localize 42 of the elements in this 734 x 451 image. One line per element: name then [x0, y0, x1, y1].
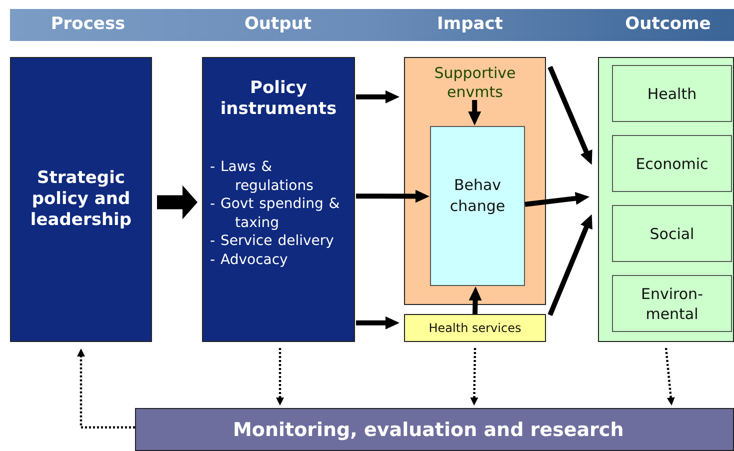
column-heading: Outcome	[624, 14, 712, 34]
list-item: - Advocacy	[209, 250, 289, 269]
arrow	[356, 90, 400, 104]
outcome-box	[612, 65, 732, 122]
list-item: - Govt spending & taxing	[209, 195, 341, 232]
node-label: Behav change	[448, 175, 506, 217]
column-heading: Process	[50, 14, 126, 34]
column-heading: Impact	[436, 14, 504, 34]
outcome-box	[612, 135, 732, 192]
block-arrow	[157, 185, 198, 220]
outcome-panel	[598, 57, 734, 342]
outcome-box	[612, 275, 732, 332]
node-label: Monitoring, evaluation and research	[233, 418, 624, 440]
output-box	[202, 57, 355, 342]
arrow	[524, 192, 590, 207]
arrow	[548, 214, 592, 316]
node-label: Health	[647, 84, 697, 104]
outcome-box	[612, 205, 732, 262]
arrow	[468, 100, 482, 126]
node-label: Health services	[428, 321, 522, 335]
list-item: - Laws & regulations	[209, 158, 314, 195]
service-box	[404, 314, 546, 342]
dotted-arrow	[276, 348, 284, 406]
node-heading: Policy instruments	[219, 78, 338, 120]
list-item: - Service delivery	[209, 232, 335, 250]
dotted-arrow	[664, 348, 675, 406]
node-label: Strategic policy and leadership	[29, 168, 133, 231]
process-box	[10, 57, 152, 342]
arrow	[468, 286, 482, 314]
dotted-arrow	[77, 348, 135, 428]
monitoring-bar	[135, 408, 734, 451]
node-label: Economic	[636, 154, 708, 174]
dotted-arrow	[470, 348, 478, 406]
arrow	[548, 66, 592, 165]
node-label: Supportive envmts	[433, 64, 517, 102]
impact-box	[404, 57, 546, 305]
behaviour-box	[430, 126, 525, 286]
arrow	[356, 316, 400, 330]
column-heading: Output	[243, 14, 313, 34]
node-label: Environ- mental	[640, 284, 704, 324]
arrow	[356, 190, 430, 203]
node-label: Social	[650, 224, 694, 244]
